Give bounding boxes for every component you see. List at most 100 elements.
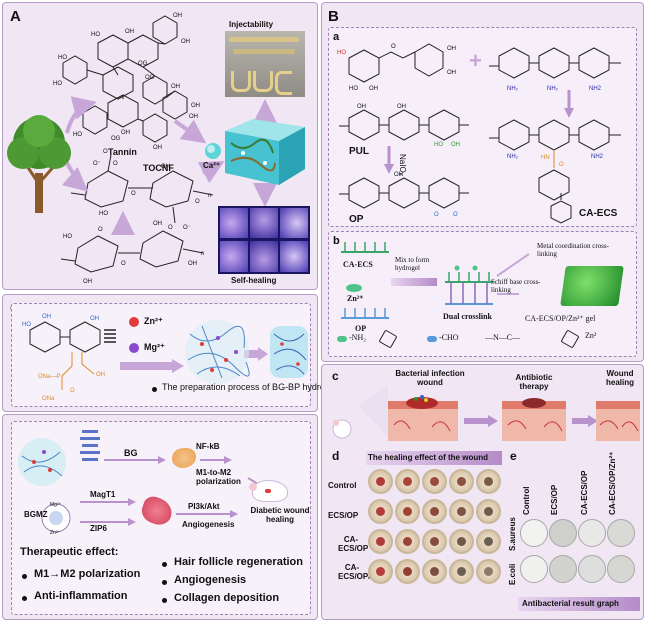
wound-photo (395, 469, 420, 494)
self-healing-photos (218, 206, 310, 274)
diabetic-label: Diabetic wound healing (250, 506, 310, 524)
svg-text:HN: HN (541, 155, 550, 161)
plus-sign: + (469, 48, 482, 73)
svg-text:O: O (113, 161, 118, 167)
col-ecs-op: ECS/OP (550, 484, 559, 515)
wound-photo-grid (368, 469, 508, 599)
effect-bullet-3 (162, 562, 167, 567)
agar-plate-grid (520, 519, 640, 595)
svg-text:OH: OH (451, 142, 460, 148)
pi3k-label: PI3k/Akt (188, 502, 220, 511)
svg-text:O: O (434, 212, 439, 218)
svg-text:ONa—P: ONa—P (38, 374, 60, 380)
panel-d-right-letter: d (332, 449, 340, 463)
panel-c-caption: The preparation process of BG-BP hydroge… (162, 382, 340, 392)
agar-plate (549, 555, 577, 583)
step-antibiotic: Antibiotic therapy (515, 373, 553, 391)
pul-label: PUL (349, 146, 369, 157)
wound-photo (476, 499, 501, 524)
legend-amine: -NH₂ (349, 333, 367, 342)
zn-d-label: Zn²⁺ (50, 530, 61, 536)
crosslink-arrows (496, 253, 530, 295)
svg-text:OH: OH (96, 372, 105, 378)
op-b-label: OP (355, 324, 367, 333)
svg-text:NH₂: NH₂ (507, 154, 519, 160)
row-label-ecs-op: ECS/OP (328, 511, 359, 520)
wound-photo (395, 559, 420, 584)
zip6-label: ZIP6 (90, 524, 107, 533)
wound-photo (449, 559, 474, 584)
catechol-legend-icon (378, 329, 398, 349)
panel-a: A (2, 2, 318, 290)
sub-panel-b: b CA-ECS Zn²⁺ OP Mix to form hydrogel (328, 231, 637, 357)
svg-text:O: O (195, 199, 200, 205)
panel-e-letter: e (510, 449, 517, 463)
svg-text:OH: OH (357, 104, 366, 110)
svg-text:OH: OH (125, 29, 134, 35)
injectability-label: Injectability (229, 20, 274, 29)
wound-photo (449, 529, 474, 554)
svg-text:HO: HO (22, 322, 31, 328)
svg-text:HO: HO (99, 211, 108, 217)
panel-d: D (2, 414, 318, 620)
schiff-base-label: Schiff base cross-linking (491, 278, 541, 294)
col-control: Control (522, 486, 531, 515)
diabetic-mouse-icon (249, 480, 288, 502)
panel-c-right-letter: c (332, 369, 339, 383)
svg-text:n: n (201, 251, 204, 257)
m1m2-label: M1-to-M2 polarization (196, 468, 241, 486)
caption-bullet (152, 387, 157, 392)
svg-text:HO: HO (73, 132, 82, 138)
svg-text:OH: OH (191, 103, 200, 109)
col-ca-ecs-op-zn: CA-ECS/OP/Zn²⁺ (608, 451, 617, 515)
wound-therapy-illustration (332, 385, 640, 441)
ca-ecs-label: CA-ECS (579, 208, 618, 219)
tocnf-label: TOCNF (143, 163, 174, 173)
wound-photo (422, 529, 447, 554)
svg-text:O: O (103, 149, 108, 155)
svg-text:O: O (168, 225, 173, 231)
hydrogel-block (225, 119, 305, 185)
svg-text:HO: HO (434, 142, 443, 148)
hydrogel-network-2 (270, 326, 308, 378)
wound-photo (368, 499, 393, 524)
calcium-ion-icon (205, 143, 221, 159)
svg-text:HO: HO (53, 81, 62, 87)
svg-text:OH: OH (173, 13, 182, 19)
svg-text:OH: OH (121, 130, 130, 136)
wound-photo (368, 559, 393, 584)
tree-icon (7, 115, 71, 213)
svg-text:O: O (70, 388, 75, 394)
svg-text:OH: OH (188, 261, 197, 267)
og-label-1: OG (138, 61, 148, 67)
effect-5: Collagen deposition (174, 592, 280, 604)
svg-text:ONa: ONa (42, 396, 55, 402)
legend-aldehyde: -CHO (439, 333, 459, 342)
bgmz-label: BGMZ (24, 510, 48, 519)
macrophage-icon (172, 448, 196, 468)
col-ca-ecs-op: CA-ECS/OP (580, 470, 589, 515)
wound-photo (368, 469, 393, 494)
self-healing-label: Self-healing (231, 276, 277, 285)
svg-text:HO: HO (349, 86, 358, 92)
row-s-aureus: S.aureus (508, 517, 517, 551)
wound-photo (449, 499, 474, 524)
magt1-label: MagT1 (90, 490, 116, 499)
amide-formula: —N—C— (485, 333, 521, 342)
svg-text:NH2: NH2 (589, 86, 602, 92)
mg-d-label: Mg²⁺ (50, 502, 62, 508)
amine-legend-icon (337, 336, 347, 342)
svg-text:O: O (453, 212, 458, 218)
svg-text:OH: OH (369, 86, 378, 92)
agar-plate (578, 519, 606, 547)
metal-complex-legend-icon (560, 329, 580, 349)
